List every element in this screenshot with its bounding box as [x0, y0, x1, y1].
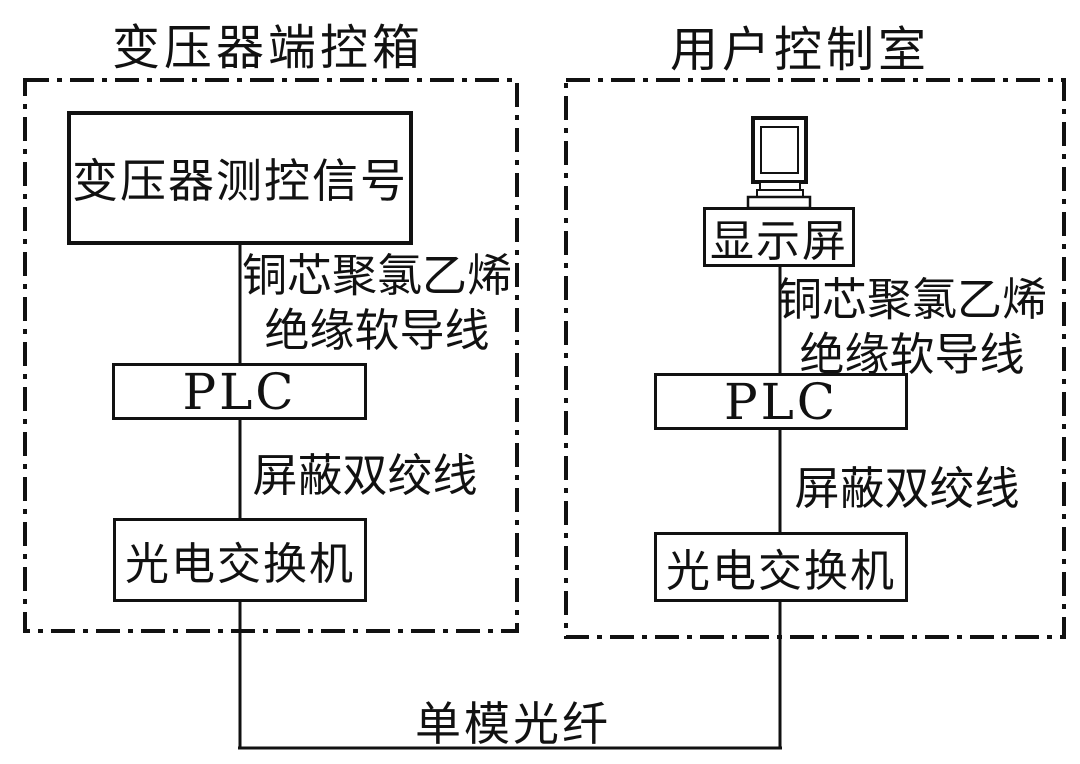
monitor-screen-inner [760, 126, 799, 174]
left-plc-box: PLC [112, 362, 367, 421]
right-optical-switch-box: 光电交换机 [654, 532, 908, 602]
right-copper-wire-label-line1: 铜芯聚氯乙烯 [776, 273, 1047, 326]
right-enclosure-border [564, 78, 1066, 639]
right-plc-box-label: PLC [723, 372, 839, 431]
fiber-link-label: 单模光纤 [415, 697, 611, 751]
right-plc-box: PLC [654, 372, 908, 431]
right-display-box: 显示屏 [703, 207, 855, 267]
left-signal-box-label: 变压器测控信号 [72, 154, 408, 208]
left-signal-box: 变压器测控信号 [67, 111, 413, 245]
left-enclosure-border [23, 78, 519, 633]
monitor-icon [746, 116, 812, 210]
left-plc-box-label: PLC [182, 362, 297, 421]
right-copper-wire-label-line2: 绝缘软导线 [799, 328, 1025, 381]
left-copper-wire-label: 铜芯聚氯乙烯 绝缘软导线 [227, 248, 527, 358]
left-optical-switch-box-label: 光电交换机 [125, 539, 355, 590]
right-twisted-pair-label: 屏蔽双绞线 [794, 462, 1020, 515]
left-panel-title: 变压器端控箱 [112, 20, 425, 76]
right-copper-wire-label: 铜芯聚氯乙烯 绝缘软导线 [762, 272, 1062, 382]
monitor-neck [759, 181, 801, 191]
right-display-box-label: 显示屏 [710, 216, 848, 267]
left-copper-wire-label-line2: 绝缘软导线 [264, 304, 490, 357]
left-copper-wire-label-line1: 铜芯聚氯乙烯 [241, 249, 512, 302]
left-optical-switch-box: 光电交换机 [113, 518, 367, 602]
right-optical-switch-box-label: 光电交换机 [666, 546, 896, 597]
right-panel-title: 用户控制室 [669, 22, 930, 78]
left-twisted-pair-label: 屏蔽双绞线 [252, 449, 478, 502]
